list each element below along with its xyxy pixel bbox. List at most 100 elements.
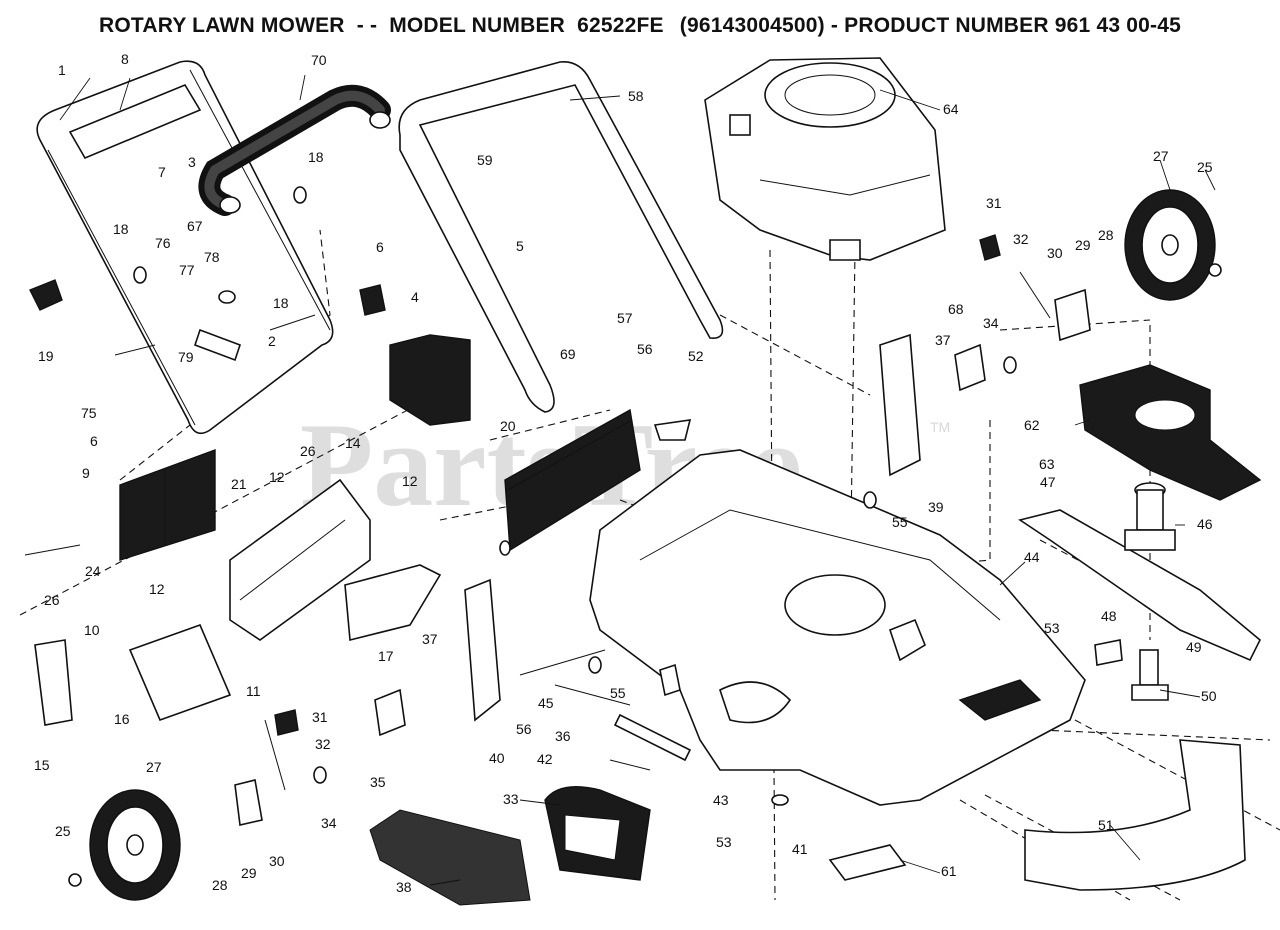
- discharge-chute: [1079, 364, 1262, 501]
- callout-18c: 18: [273, 295, 289, 311]
- callout-31b: 31: [312, 709, 328, 725]
- rear-wheel: [1124, 189, 1216, 301]
- model-code: (96143004500): [679, 14, 825, 37]
- callout-21: 21: [231, 476, 247, 492]
- flap: [389, 334, 471, 426]
- callout-69: 69: [560, 346, 576, 362]
- callout-1: 1: [58, 62, 66, 78]
- deflector: [344, 564, 442, 642]
- callout-26a: 26: [300, 443, 316, 459]
- model-label: MODEL NUMBER: [389, 14, 566, 37]
- rear-skirt: [1024, 739, 1246, 891]
- callout-3: 3: [188, 154, 196, 170]
- blade-adapter: [1124, 482, 1176, 551]
- callout-25b: 25: [55, 823, 71, 839]
- watermark-tm: TM: [930, 419, 950, 435]
- callout-27b: 27: [146, 759, 162, 775]
- callout-28a: 28: [1098, 227, 1114, 243]
- callout-64: 64: [943, 101, 959, 117]
- callout-17: 17: [378, 648, 394, 664]
- mower-deck: [589, 449, 1086, 806]
- grass-bag: [369, 809, 531, 906]
- lower-handle: [398, 61, 724, 413]
- callout-29b: 29: [241, 865, 257, 881]
- callout-62: 62: [1024, 417, 1040, 433]
- callout-40: 40: [489, 750, 505, 766]
- callout-37a: 37: [935, 332, 951, 348]
- callout-36: 36: [555, 728, 571, 744]
- diagram-title: ROTARY LAWN MOWER - - MODEL NUMBER 62522…: [0, 14, 1280, 38]
- callout-30b: 30: [269, 853, 285, 869]
- axle-bracket: [128, 623, 232, 722]
- callout-37b: 37: [422, 631, 438, 647]
- callout-68: 68: [948, 301, 964, 317]
- callout-44: 44: [1024, 549, 1040, 565]
- callout-56b: 56: [516, 721, 532, 737]
- callout-79: 79: [178, 349, 194, 365]
- callout-59: 59: [477, 152, 493, 168]
- mulch-plug: [119, 448, 216, 561]
- upper-handle-left: [36, 60, 334, 435]
- callout-63: 63: [1039, 456, 1055, 472]
- callout-52: 52: [688, 348, 704, 364]
- callout-12c: 12: [149, 581, 165, 597]
- callout-70: 70: [311, 52, 327, 68]
- callout-43: 43: [713, 792, 729, 808]
- callout-24: 24: [85, 563, 101, 579]
- blade-bolt: [1131, 649, 1169, 701]
- callout-32b: 32: [315, 736, 331, 752]
- side-bracket: [34, 639, 73, 726]
- callout-27: 27: [1153, 148, 1169, 164]
- callout-8: 8: [121, 51, 129, 67]
- callout-26b: 26: [44, 592, 60, 608]
- callouts: 1 8 70 58 64 27 25 3 7 18 59 67 5 31 32 …: [34, 51, 1217, 895]
- leader-lines: [59, 74, 1216, 886]
- callout-20: 20: [500, 418, 516, 434]
- callout-47: 47: [1040, 474, 1056, 490]
- callout-10: 10: [84, 622, 100, 638]
- blade: [1018, 509, 1261, 662]
- callout-45: 45: [538, 695, 554, 711]
- cable-hose: [198, 84, 391, 216]
- callout-32a: 32: [1013, 231, 1029, 247]
- height-bracket: [229, 478, 371, 641]
- callout-53a: 53: [1044, 620, 1060, 636]
- callout-28b: 28: [212, 877, 228, 893]
- callout-50: 50: [1201, 688, 1217, 704]
- callout-29a: 29: [1075, 237, 1091, 253]
- product-number: 961 43 00-45: [1054, 14, 1181, 37]
- height-plate-right: [879, 333, 921, 477]
- callout-42: 42: [537, 751, 553, 767]
- callout-46: 46: [1197, 516, 1213, 532]
- callout-34b: 34: [321, 815, 337, 831]
- product-label: - PRODUCT NUMBER: [830, 14, 1049, 37]
- callout-76: 76: [155, 235, 171, 251]
- callout-4: 4: [411, 289, 419, 305]
- front-wheel: [89, 789, 181, 901]
- callout-57: 57: [617, 310, 633, 326]
- callout-78: 78: [204, 249, 220, 265]
- callout-55a: 55: [892, 514, 908, 530]
- callout-11: 11: [246, 683, 261, 699]
- height-plate: [464, 578, 501, 722]
- callout-49: 49: [1186, 639, 1202, 655]
- callout-38: 38: [396, 879, 412, 895]
- model-number: 62522FE: [577, 14, 664, 37]
- callout-77: 77: [179, 262, 195, 278]
- callout-25: 25: [1197, 159, 1213, 175]
- callout-18a: 18: [308, 149, 324, 165]
- callout-15: 15: [34, 757, 50, 773]
- callout-30a: 30: [1047, 245, 1063, 261]
- callout-61: 61: [941, 863, 957, 879]
- callout-12b: 12: [402, 473, 418, 489]
- callout-5: 5: [516, 238, 524, 254]
- callout-56a: 56: [637, 341, 653, 357]
- callout-34a: 34: [983, 315, 999, 331]
- callout-39: 39: [928, 499, 944, 515]
- callout-12a: 12: [269, 469, 285, 485]
- callout-53b: 53: [716, 834, 732, 850]
- grass-bag-frame: [544, 786, 651, 881]
- callout-2: 2: [268, 333, 276, 349]
- callout-35: 35: [370, 774, 386, 790]
